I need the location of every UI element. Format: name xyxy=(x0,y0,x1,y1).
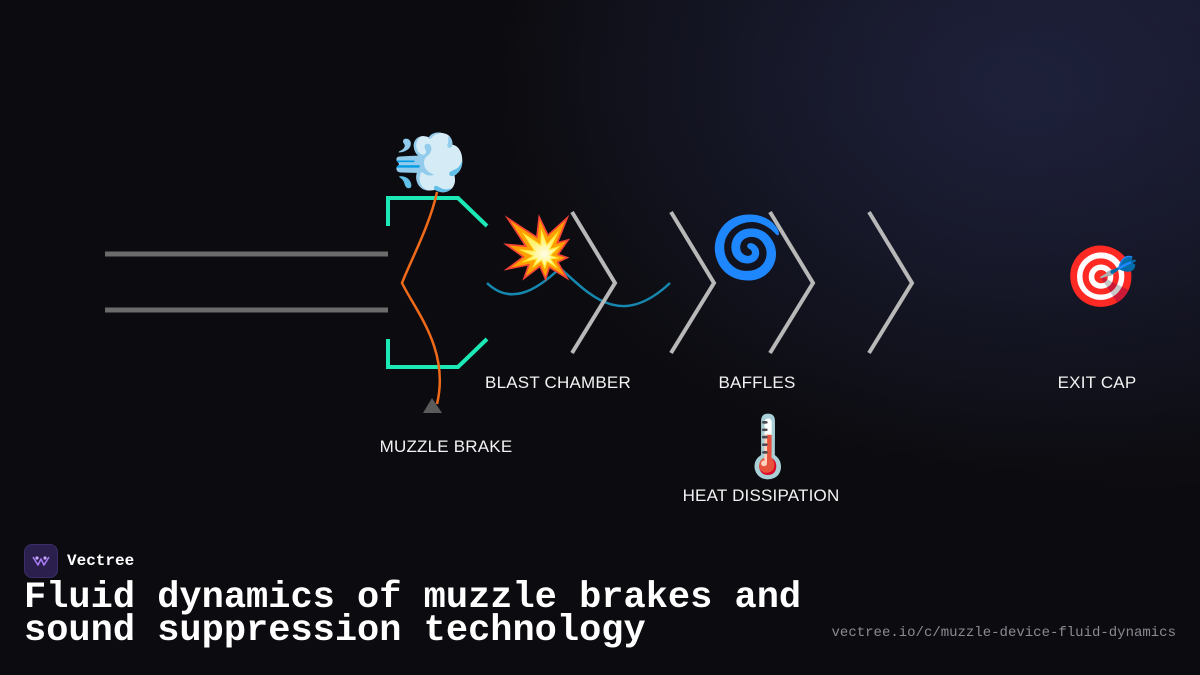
brand-name: Vectree xyxy=(67,552,135,570)
muzzle-brake-bottom-bracket xyxy=(386,337,489,369)
blast-chamber-label: BLAST CHAMBER xyxy=(485,373,631,392)
dashing-away-icon: 💨 xyxy=(392,129,468,196)
heat-dissipation-label: HEAT DISSIPATION xyxy=(682,486,840,505)
source-url: vectree.io/c/muzzle-device-fluid-dynamic… xyxy=(831,625,1176,641)
baffles-label: BAFFLES xyxy=(718,373,796,392)
cyclone-icon: 🌀 xyxy=(709,214,785,281)
baffle-4 xyxy=(867,210,915,355)
thermometer-icon: 🌡️ xyxy=(730,413,806,480)
title-line-2: sound suppression technology xyxy=(24,610,646,652)
pressure-wave xyxy=(486,266,671,308)
brand: Vectree xyxy=(24,544,134,578)
vectree-logo-mark xyxy=(32,556,50,566)
baffle-1 xyxy=(570,210,618,355)
baffle-3 xyxy=(768,210,816,355)
gas-flow-path xyxy=(400,191,442,405)
baffle-2 xyxy=(669,210,717,355)
exit-cap-label: EXIT CAP xyxy=(1057,373,1137,392)
direct-hit-icon: 🎯 xyxy=(1063,243,1139,310)
muzzle-brake-top-bracket xyxy=(386,196,489,228)
flow-direction-marker xyxy=(423,398,442,413)
muzzle-brake-label: MUZZLE BRAKE xyxy=(379,437,513,456)
collision-icon: 💥 xyxy=(499,214,575,281)
page-title: Fluid dynamics of muzzle brakes and soun… xyxy=(24,580,801,650)
vectree-logo xyxy=(24,544,58,578)
title-line-1: Fluid dynamics of muzzle brakes and xyxy=(24,577,802,619)
